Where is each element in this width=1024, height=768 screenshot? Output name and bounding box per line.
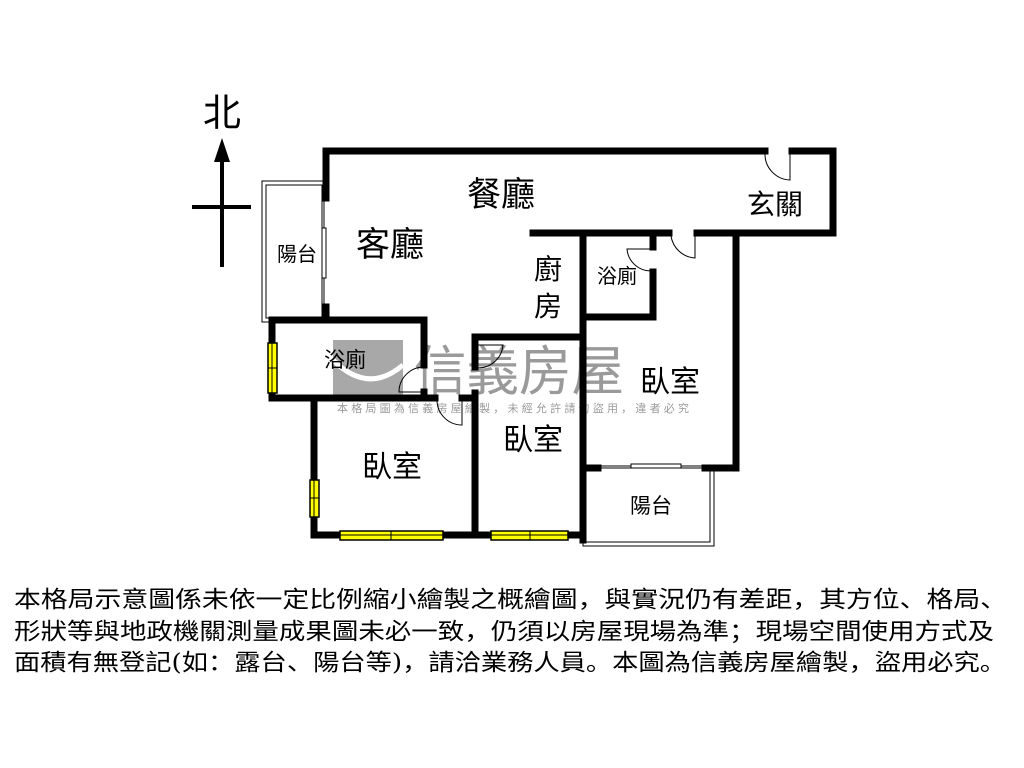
room-label-bath-east: 浴廁 <box>597 264 637 288</box>
room-label-balcony-west: 陽台 <box>277 242 317 266</box>
north-label: 北 <box>203 91 241 135</box>
room-label-kitchen: 廚 <box>534 253 562 286</box>
room-label-dining: 餐廳 <box>467 175 535 215</box>
doors <box>398 151 791 426</box>
room-label-living: 客廳 <box>356 225 424 265</box>
watermark: 信義房屋 本格局圖為信義房屋繪製，未經允許請勿盜用，違者必究 <box>331 340 689 415</box>
sliding-doors <box>321 198 705 469</box>
windows <box>267 342 569 541</box>
disclaimer-line-3: 面積有無登記(如：露台、陽台等)，請洽業務人員。本圖為信義房屋繪製，盜用必究。 <box>14 650 1006 676</box>
room-label-bath-west: 浴廁 <box>324 348 366 372</box>
north-arrow-icon <box>192 138 251 267</box>
disclaimer-line-2: 形狀等與地政機關測量成果圖未必一致，仍須以房屋現場為準；現場空間使用方式及 <box>14 619 994 645</box>
watermark-brand: 信義房屋 <box>414 340 624 403</box>
room-label-kitchen-2: 房 <box>534 290 562 323</box>
walls <box>268 147 837 544</box>
watermark-notice: 本格局圖為信義房屋繪製，未經允許請勿盜用，違者必究 <box>337 401 689 415</box>
room-label-balcony-south: 陽台 <box>630 494 672 518</box>
room-label-bedroom-middle: 臥室 <box>503 423 563 458</box>
room-label-bedroom-east: 臥室 <box>640 365 700 400</box>
room-label-entrance: 玄關 <box>747 188 803 221</box>
room-label-bedroom-west: 臥室 <box>362 450 422 485</box>
disclaimer-line-1: 本格局示意圖係未依一定比例縮小繪製之概繪圖，與實況仍有差距，其方位、格局、 <box>14 587 1007 613</box>
